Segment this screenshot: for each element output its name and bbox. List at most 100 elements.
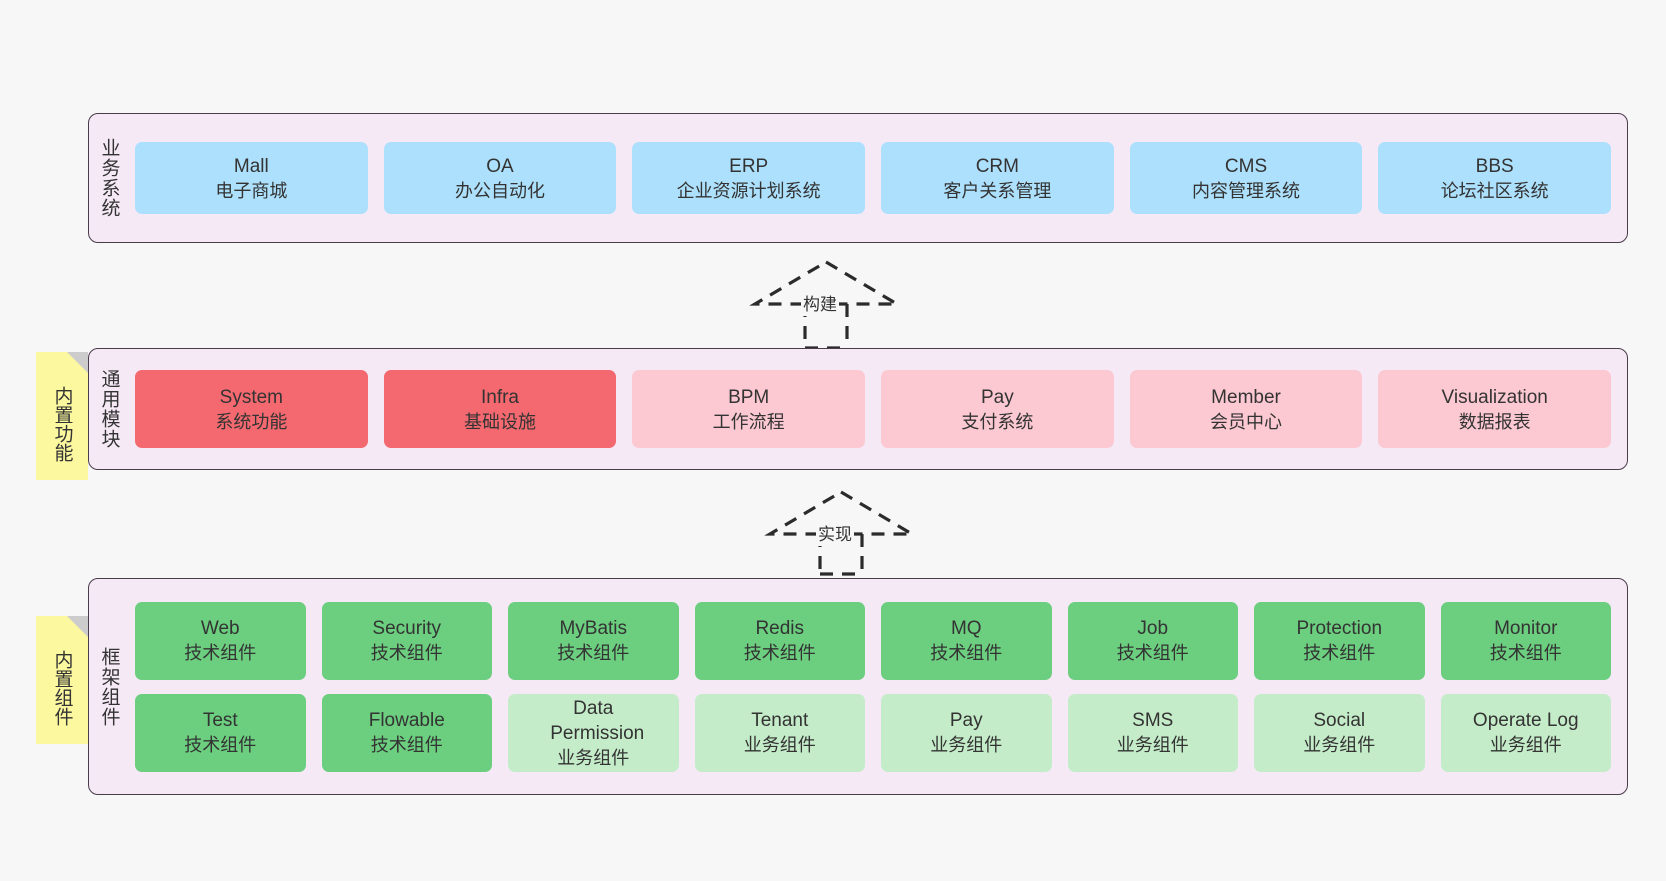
module-title: System <box>219 386 284 408</box>
layer-business-system: 业务系统 Mall 电子商城 OA 办公自动化 ERP 企业资源计划系统 CRM… <box>88 113 1628 243</box>
module-infra[interactable]: Infra 基础设施 <box>383 370 617 448</box>
module-subtitle: 电子商城 <box>215 180 288 201</box>
module-title: CRM <box>975 155 1019 177</box>
component-redis[interactable]: Redis 技术组件 <box>694 601 865 680</box>
module-crm[interactable]: CRM 客户关系管理 <box>881 142 1114 214</box>
module-subtitle: 基础设施 <box>464 411 536 432</box>
layer-common-module: 通用模块 System 系统功能 Infra 基础设施 BPM 工作流程 Pay… <box>88 348 1628 470</box>
component-subtitle: 业务组件 <box>1489 735 1562 755</box>
connector-label: 构建 <box>801 294 839 316</box>
component-subtitle: 业务组件 <box>557 747 630 768</box>
component-test[interactable]: Test 技术组件 <box>135 693 306 772</box>
note-builtin-component: 内置组件 <box>36 616 88 744</box>
component-title: Web <box>200 618 240 639</box>
module-subtitle: 会员中心 <box>1210 411 1283 432</box>
note-label: 内置功能 <box>51 386 73 462</box>
component-web[interactable]: Web 技术组件 <box>135 601 306 680</box>
component-subtitle: 业务组件 <box>1116 735 1189 755</box>
note-fold-corner-icon <box>67 352 88 373</box>
module-pay[interactable]: Pay 支付系统 <box>881 370 1114 448</box>
component-security[interactable]: Security 技术组件 <box>321 601 492 680</box>
component-data-permission[interactable]: Data Permission 业务组件 <box>508 693 679 772</box>
module-title: Member <box>1211 386 1281 408</box>
component-title: Security <box>372 618 442 639</box>
module-subtitle: 论坛社区系统 <box>1440 180 1549 201</box>
component-operate-log[interactable]: Operate Log 业务组件 <box>1440 693 1611 772</box>
note-label: 内置组件 <box>51 650 73 726</box>
component-subtitle: 技术组件 <box>930 643 1003 663</box>
component-title: SMS <box>1132 710 1174 731</box>
component-subtitle: 业务组件 <box>930 735 1003 755</box>
module-title: Visualization <box>1441 386 1548 408</box>
component-title: Monitor <box>1494 618 1558 639</box>
module-cms[interactable]: CMS 内容管理系统 <box>1129 142 1363 214</box>
component-subtitle: 技术组件 <box>557 643 630 663</box>
layer-row: Mall 电子商城 OA 办公自动化 ERP 企业资源计划系统 CRM 客户关系… <box>135 142 1612 214</box>
module-bbs[interactable]: BBS 论坛社区系统 <box>1378 142 1612 214</box>
component-title: Flowable <box>368 710 445 731</box>
note-builtin-function: 内置功能 <box>36 352 88 480</box>
implement-connector: 实现 <box>764 488 920 576</box>
component-flowable[interactable]: Flowable 技术组件 <box>321 693 492 772</box>
module-title: OA <box>486 155 514 177</box>
module-system[interactable]: System 系统功能 <box>135 370 368 448</box>
module-oa[interactable]: OA 办公自动化 <box>383 142 617 214</box>
component-protection[interactable]: Protection 技术组件 <box>1254 601 1425 680</box>
component-job[interactable]: Job 技术组件 <box>1067 601 1238 680</box>
module-subtitle: 工作流程 <box>712 411 785 432</box>
component-subtitle: 技术组件 <box>1116 643 1189 663</box>
component-monitor[interactable]: Monitor 技术组件 <box>1440 601 1611 680</box>
component-subtitle: 业务组件 <box>1303 735 1376 755</box>
component-tenant[interactable]: Tenant 业务组件 <box>694 693 865 772</box>
component-social[interactable]: Social 业务组件 <box>1254 693 1425 772</box>
layer-body-framework-component: Web 技术组件 Security 技术组件 MyBatis 技术组件 Redi… <box>129 579 1627 794</box>
module-title: BPM <box>728 386 770 408</box>
module-title: ERP <box>729 155 769 177</box>
module-visualization[interactable]: Visualization 数据报表 <box>1378 370 1612 448</box>
module-mall[interactable]: Mall 电子商城 <box>135 142 368 214</box>
module-title: Infra <box>480 386 520 408</box>
layer-body-business-system: Mall 电子商城 OA 办公自动化 ERP 企业资源计划系统 CRM 客户关系… <box>129 114 1627 242</box>
connector-label: 实现 <box>816 524 854 546</box>
module-subtitle: 企业资源计划系统 <box>676 180 821 201</box>
component-title: Test <box>202 710 238 731</box>
layer-row: Test 技术组件 Flowable 技术组件 Data Permission … <box>135 693 1611 772</box>
component-pay[interactable]: Pay 业务组件 <box>881 693 1052 772</box>
generalization-triangle-head <box>749 260 903 306</box>
layer-title-common-module: 通用模块 <box>98 369 120 449</box>
component-title: Redis <box>755 618 805 639</box>
component-subtitle: 技术组件 <box>370 643 443 663</box>
component-subtitle: 技术组件 <box>1303 643 1376 663</box>
component-title: Social <box>1313 710 1366 731</box>
layer-row: Web 技术组件 Security 技术组件 MyBatis 技术组件 Redi… <box>135 601 1611 680</box>
module-title: CMS <box>1224 155 1268 177</box>
module-member[interactable]: Member 会员中心 <box>1129 370 1363 448</box>
layer-framework-component: 框架组件 Web 技术组件 Security 技术组件 MyBatis 技术组件… <box>88 578 1628 795</box>
module-title: BBS <box>1475 155 1514 177</box>
layer-title-business-system: 业务系统 <box>98 138 120 218</box>
component-mybatis[interactable]: MyBatis 技术组件 <box>508 601 679 680</box>
module-subtitle: 内容管理系统 <box>1192 180 1301 201</box>
module-bpm[interactable]: BPM 工作流程 <box>632 370 866 448</box>
build-connector: 构建 <box>749 258 905 350</box>
layer-title-framework-component: 框架组件 <box>98 646 120 727</box>
module-subtitle: 数据报表 <box>1458 411 1531 432</box>
component-mq[interactable]: MQ 技术组件 <box>881 601 1052 680</box>
module-subtitle: 系统功能 <box>215 411 288 432</box>
component-title: Job <box>1137 618 1169 639</box>
component-title: Protection <box>1296 618 1383 639</box>
component-sms[interactable]: SMS 业务组件 <box>1067 693 1238 772</box>
module-title: Pay <box>980 386 1014 408</box>
component-subtitle: 业务组件 <box>743 735 816 755</box>
component-subtitle: 技术组件 <box>1489 643 1562 663</box>
component-subtitle: 技术组件 <box>184 643 257 663</box>
module-subtitle: 支付系统 <box>961 411 1034 432</box>
module-erp[interactable]: ERP 企业资源计划系统 <box>632 142 866 214</box>
component-title: MQ <box>950 618 982 639</box>
component-title: Pay <box>949 710 983 731</box>
component-subtitle: 技术组件 <box>370 735 443 755</box>
module-subtitle: 办公自动化 <box>455 180 545 201</box>
component-title: Tenant <box>751 710 809 731</box>
component-title: Operate Log <box>1472 710 1579 731</box>
